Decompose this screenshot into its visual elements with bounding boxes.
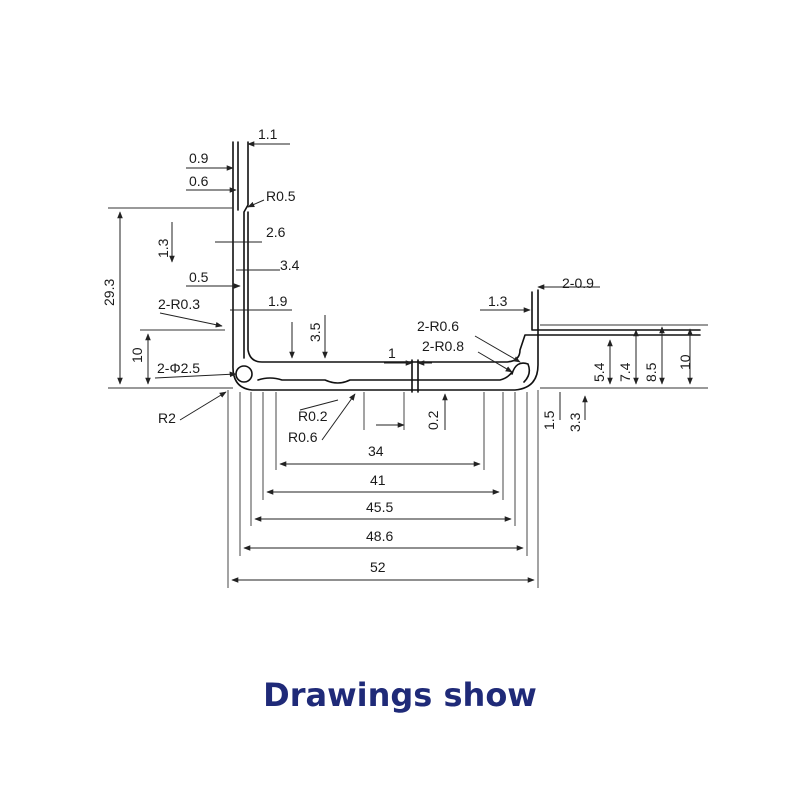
dim-48-6: 48.6 <box>366 528 393 544</box>
extension-lines <box>108 207 708 588</box>
dim-0-2: 0.2 <box>425 410 441 430</box>
dim-1-3-right: 1.3 <box>488 293 508 309</box>
dim-r0-5: R0.5 <box>266 188 296 204</box>
dim-10-right: 10 <box>677 354 693 370</box>
dim-5-4: 5.4 <box>591 362 607 382</box>
dim-3-5: 3.5 <box>307 322 323 342</box>
dim-7-4: 7.4 <box>617 362 633 382</box>
dim-1-9: 1.9 <box>268 293 288 309</box>
dim-1-3-left: 1.3 <box>155 238 171 258</box>
caption-title: Drawings show <box>263 676 537 714</box>
dim-3-3: 3.3 <box>567 412 583 432</box>
dim-2-6: 2.6 <box>266 224 286 240</box>
dim-1: 1 <box>388 345 396 361</box>
dim-2-0-9: 2-0.9 <box>562 275 594 291</box>
dim-1-1: 1.1 <box>258 126 278 142</box>
dim-r0-2: R0.2 <box>298 408 328 424</box>
dim-0-6: 0.6 <box>189 173 209 189</box>
dim-10-left: 10 <box>129 347 145 363</box>
dim-1-5: 1.5 <box>541 410 557 430</box>
dim-3-4: 3.4 <box>280 257 300 273</box>
dim-34: 34 <box>368 443 384 459</box>
dimension-labels: 1.1 0.9 0.6 R0.5 1.3 2.6 29.3 0.5 3.4 2-… <box>101 126 693 575</box>
dim-r2: R2 <box>158 410 176 426</box>
technical-drawing: 1.1 0.9 0.6 R0.5 1.3 2.6 29.3 0.5 3.4 2-… <box>101 126 708 588</box>
dim-45-5: 45.5 <box>366 499 393 515</box>
dim-8-5: 8.5 <box>643 362 659 382</box>
dimension-lines <box>117 141 693 583</box>
dim-0-5: 0.5 <box>189 269 209 285</box>
dim-2-r0-8: 2-R0.8 <box>422 338 464 354</box>
dim-2-r0-3: 2-R0.3 <box>158 296 200 312</box>
dim-41: 41 <box>370 472 386 488</box>
dim-2-r0-6: 2-R0.6 <box>417 318 459 334</box>
profile-outline <box>232 141 701 393</box>
dim-0-9: 0.9 <box>189 150 209 166</box>
dim-52: 52 <box>370 559 386 575</box>
dim-r0-6: R0.6 <box>288 429 318 445</box>
dim-29-3: 29.3 <box>101 279 117 306</box>
dim-2-phi2-5: 2-Φ2.5 <box>157 360 200 376</box>
